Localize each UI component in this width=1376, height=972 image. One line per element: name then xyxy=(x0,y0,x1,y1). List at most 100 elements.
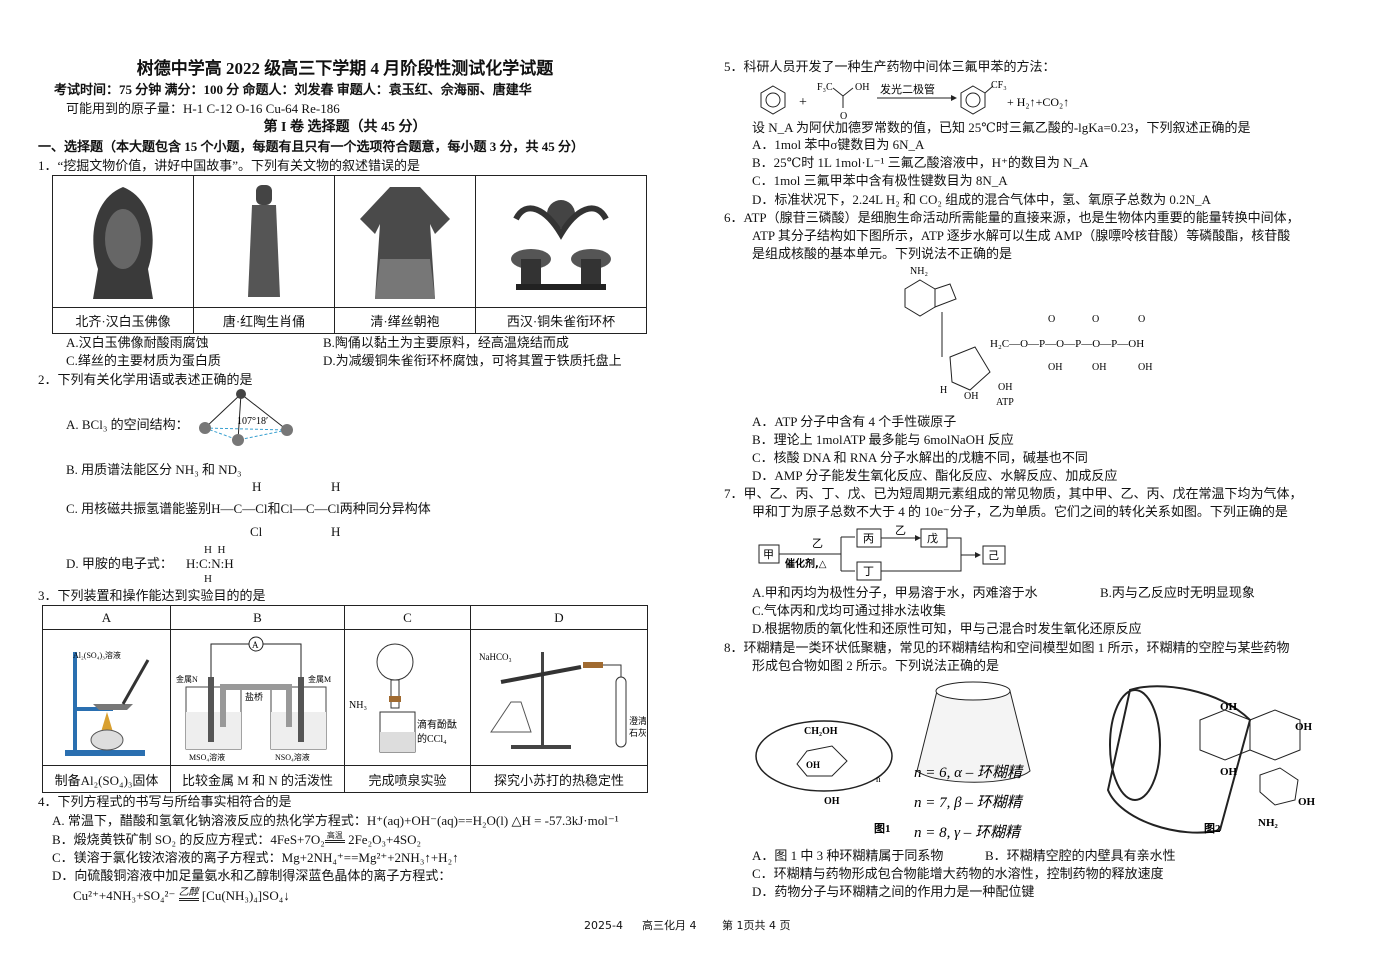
atp-structure-diagram: NH₂ H OH OH ATP H₂C—O—P—O—P—O—P—OH O O O… xyxy=(904,266,1152,408)
q2-c-text-end: 两种同分异构体 xyxy=(339,501,431,516)
q5-option-c: C．1mol 三氟甲苯中含有极性键数目为 8N_A xyxy=(752,173,1008,188)
q7-option-a: A.甲和丙均为极性分子，甲易溶于水，丙难溶于水 xyxy=(752,585,1038,600)
figure-1-cyclodextrin: CH₂OH OH OH n n = 6, α – 环糊精 n = 7, β – … xyxy=(755,681,1031,841)
artifact-caption: 清·缂丝朝袍 xyxy=(334,307,476,334)
q1-option-b: B.陶俑以黏土为主要原料，经高温烧结而成 xyxy=(323,335,569,350)
q4-option-d: D．向硫酸铜溶液中加足量氨水和乙醇制得深蓝色晶体的离子方程式： xyxy=(52,868,452,883)
dichloromethane-formula-2: Cl—C—Cl xyxy=(280,501,340,516)
amino-label: NH₂ xyxy=(910,266,928,277)
artifact-caption: 北齐·汉白玉佛像 xyxy=(52,307,194,334)
atom-label: OH xyxy=(998,382,1012,393)
ammeter-label: A xyxy=(252,640,259,650)
q1-stem: 1．“挖掘文物价值，讲好中国故事”。下列有关文物的叙述错误的是 xyxy=(38,158,421,173)
atom-label: O xyxy=(1048,314,1055,325)
apparatus-a-evaporation: Al₂(SO₄)₃溶液 xyxy=(42,629,171,766)
atom-label: Cl xyxy=(250,524,263,539)
reaction-condition: 催化剂,△ xyxy=(785,557,827,570)
oh-label: OH xyxy=(1220,701,1238,713)
salt-bridge-label: 盐桥 xyxy=(245,691,263,702)
q6-stem-line3: 是组成核酸的基本单元。下列说法不正确的是 xyxy=(752,246,1013,261)
q4-stem: 4．下列方程式的书写与所给事实相符合的是 xyxy=(38,794,292,809)
apparatus-caption: 完成喷泉实验 xyxy=(344,765,471,793)
cf3-label: CF₃ xyxy=(991,80,1007,91)
apparatus-caption: 探究小苏打的热稳定性 xyxy=(470,765,648,793)
atom-label: H xyxy=(204,573,212,585)
substance-ding: 丁 xyxy=(863,565,874,578)
atom-label: OH xyxy=(1092,362,1106,373)
q7-conversion-diagram: 甲 乙 催化剂,△ 丙 丁 乙 戊 己 xyxy=(758,525,1006,581)
reagent-label: 澄清 xyxy=(629,715,646,726)
q6-stem-line2: ATP 其分子结构如下图所示，ATP 逐步水解可以生成 AMP（腺嘌呤核苷酸）等… xyxy=(752,228,1291,243)
liquid-label: 滴有酚酞 xyxy=(417,718,457,731)
q5-reaction-scheme: + F₃C OH O 发光二极管 CF₃ + H₂↑+CO₂↑ xyxy=(760,80,1069,122)
atom-label: H xyxy=(204,544,212,556)
dichloromethane-formula-1: H—C—Cl xyxy=(211,501,268,516)
q2-c-text: C. 用核磁共振氢谱能鉴别 xyxy=(66,501,212,516)
q2-stem: 2．下列有关化学用语或表述正确的是 xyxy=(38,372,253,387)
q5-option-d: D．标准状况下，2.24L H₂ 和 CO₂ 组成的混合气体中，氢、氧原子总数为… xyxy=(752,192,1211,207)
column-header: C xyxy=(344,605,471,630)
phosphate-chain: H₂C—O—P—O—P—O—P—OH xyxy=(990,338,1144,350)
atom-label: H xyxy=(940,385,947,396)
oh-label: OH xyxy=(1220,766,1238,778)
q5-stem: 5．科研人员开发了一种生产药物中间体三氟甲苯的方法： xyxy=(724,59,1056,74)
reagent-label: 石灰水 xyxy=(629,727,646,738)
substance-bing: 丙 xyxy=(863,532,874,545)
q6-option-b: B．理论上 1molATP 最多能与 6molNaOH 反应 xyxy=(752,432,1014,447)
footer-date: 2025-4 xyxy=(584,919,623,932)
atom-label: H xyxy=(331,524,341,539)
ch2oh-label: CH₂OH xyxy=(804,726,838,737)
artifact-pottery-figure-image xyxy=(193,175,335,308)
bcl3-structure-diagram: 107°18′ xyxy=(199,389,293,446)
reaction-condition: 发光二极管 xyxy=(880,82,935,96)
oh-label: OH xyxy=(806,760,820,770)
substance-wu: 戊 xyxy=(927,532,938,545)
hydroxyl-label: OH xyxy=(855,82,869,93)
q6-option-d: D．AMP 分子能发生氧化反应、酯化反应、水解反应、加成反应 xyxy=(752,468,1118,483)
methylamine-electron-formula: H:C:N:H xyxy=(186,556,234,571)
q7-stem-line1: 7．甲、乙、丙、丁、戊、已为短周期元素组成的常见物质，其中甲、乙、丙、戊在常温下… xyxy=(724,486,1303,501)
q5-option-b: B．25℃时 1L 1mol·L⁻¹ 三氟乙酸溶液中，H⁺的数目为 N_A xyxy=(752,155,1089,170)
oh-label: OH xyxy=(824,796,840,807)
footer-code: 高三化月 4 xyxy=(642,919,697,932)
q1-option-c: C.缂丝的主要材质为蛋白质 xyxy=(66,353,221,368)
equation-left: Cu²⁺+4NH₃+SO₄²⁻ xyxy=(73,888,176,903)
plus-sign: + xyxy=(799,95,807,110)
reagent-group: F₃C xyxy=(817,82,833,93)
reagent-yi: 乙 xyxy=(812,537,823,550)
q8-stem-line1: 8．环糊精是一类环状低聚糖，常见的环糊精结构和空间模型如图 1 所示，环糊精的空… xyxy=(724,640,1290,655)
atom-label: H xyxy=(217,544,226,556)
electrode-label: 金属N xyxy=(176,674,198,684)
atp-label: ATP xyxy=(996,397,1014,408)
reaction-condition: 乙醇 xyxy=(178,888,199,901)
q4-option-a: A. 常温下，醋酸和氢氧化钠溶液反应的热化学方程式：H⁺(aq)+OH⁻(aq)… xyxy=(52,813,619,828)
nh2-label: NH₂ xyxy=(1258,817,1279,829)
reagent-yi: 乙 xyxy=(895,525,906,537)
artifact-bronze-cup-image xyxy=(475,175,647,308)
oh-label: OH xyxy=(1298,796,1316,808)
q8-option-b: B．环糊精空腔的内壁具有亲水性 xyxy=(985,848,1176,863)
artifact-robe-image xyxy=(334,175,476,308)
figure-2-inclusion-complex: OH OH OH OH NH₂ 图2 xyxy=(1106,685,1316,835)
solution-label: MSO₄溶液 xyxy=(189,752,225,762)
q2-option-d: D. 甲胺的电子式： xyxy=(66,556,173,571)
artifact-caption: 西汉·铜朱雀衔环杯 xyxy=(475,307,647,334)
exam-info: 考试时间：75 分钟 满分：100 分 命题人：刘发春 审题人：袁玉红、佘海丽、… xyxy=(54,82,532,97)
atom-label: OH xyxy=(964,391,978,402)
artifact-buddha-image xyxy=(52,175,194,308)
oh-label: OH xyxy=(1295,721,1313,733)
q7-option-c: C.气体丙和戊均可通过排水法收集 xyxy=(752,603,946,618)
part-instructions: 一、选择题（本大题包含 15 个小题，每题有且只有一个选项符合题意，每小题 3 … xyxy=(38,139,585,154)
repeat-n-label: n xyxy=(876,774,881,784)
electrode-label: 金属M xyxy=(308,674,331,684)
byproducts: + H₂↑+CO₂↑ xyxy=(1007,95,1069,109)
q6-option-c: C．核酸 DNA 和 RNA 分子水解出的戊糖不同，碱基也不同 xyxy=(752,450,1088,465)
q8-option-c: C．环糊精与药物形成包合物能增大药物的水溶性，控制药物的释放速度 xyxy=(752,866,1164,881)
atom-label: H xyxy=(331,479,341,494)
column-header: B xyxy=(170,605,345,630)
atom-label: OH xyxy=(1138,362,1152,373)
q2-c-and: 和 xyxy=(267,501,281,516)
q1-option-d: D.为减缓铜朱雀衔环杯腐蚀，可将其置于铁质托盘上 xyxy=(323,353,622,368)
